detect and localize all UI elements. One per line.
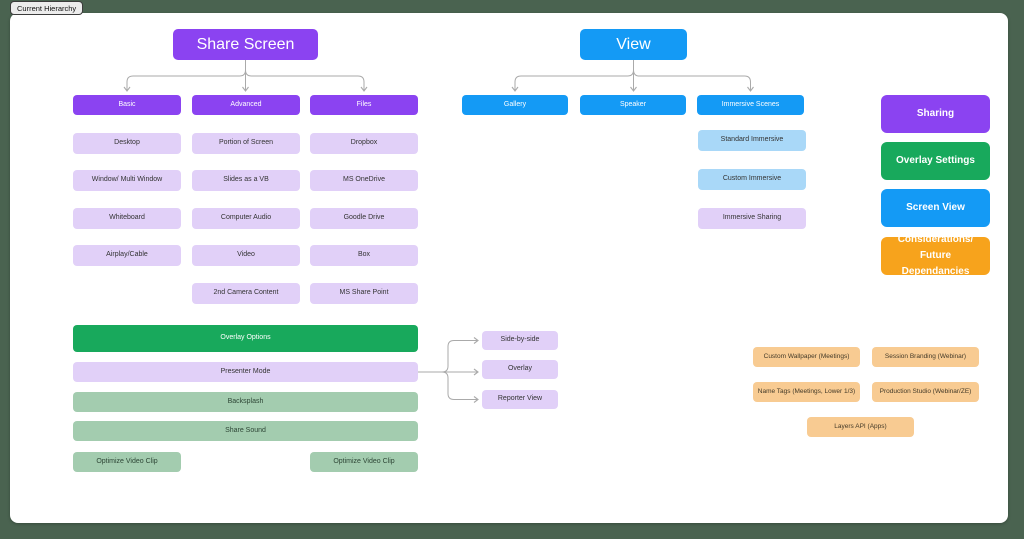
node-files[interactable]: Files: [310, 95, 418, 115]
node-backsplash[interactable]: Backsplash: [73, 392, 418, 412]
node-presenter-mode[interactable]: Presenter Mode: [73, 362, 418, 382]
node-window-multi-window[interactable]: Window/ Multi Window: [73, 170, 181, 191]
node-immersive-sharing[interactable]: Immersive Sharing: [698, 208, 806, 229]
node-portion-of-screen[interactable]: Portion of Screen: [192, 133, 300, 154]
node-side-by-side[interactable]: Side-by-side: [482, 331, 558, 350]
node-advanced[interactable]: Advanced: [192, 95, 300, 115]
node-video[interactable]: Video: [192, 245, 300, 266]
node-layers-api[interactable]: Layers API (Apps): [807, 417, 914, 437]
node-share-screen[interactable]: Share Screen: [173, 29, 318, 60]
node-session-branding[interactable]: Session Branding (Webinar): [872, 347, 979, 367]
node-immersive-scenes[interactable]: Immersive Scenes: [697, 95, 804, 115]
node-slides-as-a-vb[interactable]: Slides as a VB: [192, 170, 300, 191]
node-custom-immersive[interactable]: Custom Immersive: [698, 169, 806, 190]
node-legend-screen-view[interactable]: Screen View: [881, 189, 990, 227]
node-goodle-drive[interactable]: Goodle Drive: [310, 208, 418, 229]
node-box[interactable]: Box: [310, 245, 418, 266]
node-legend-sharing[interactable]: Sharing: [881, 95, 990, 133]
node-reporter-view[interactable]: Reporter View: [482, 390, 558, 409]
node-optimize-video-clip-left[interactable]: Optimize Video Clip: [73, 452, 181, 472]
node-second-camera-content[interactable]: 2nd Camera Content: [192, 283, 300, 304]
connector-path: [245, 60, 368, 92]
node-legend-considerations[interactable]: Considerations/ Future Dependancies: [881, 234, 990, 277]
node-computer-audio[interactable]: Computer Audio: [192, 208, 300, 229]
node-overlay-options[interactable]: Overlay Options: [73, 325, 418, 352]
connector-path: [633, 60, 754, 92]
hierarchy-tab[interactable]: Current Hierarchy: [10, 1, 84, 15]
node-speaker[interactable]: Speaker: [580, 95, 686, 115]
node-overlay[interactable]: Overlay: [482, 360, 558, 379]
node-standard-immersive[interactable]: Standard Immersive: [698, 130, 806, 151]
node-custom-wallpaper[interactable]: Custom Wallpaper (Meetings): [753, 347, 860, 367]
node-view[interactable]: View: [580, 29, 687, 60]
node-name-tags[interactable]: Name Tags (Meetings, Lower 1/3): [753, 382, 860, 402]
connector-lines: [123, 60, 754, 403]
node-basic[interactable]: Basic: [73, 95, 181, 115]
node-production-studio[interactable]: Production Studio (Webinar/ZE): [872, 382, 979, 402]
node-gallery[interactable]: Gallery: [462, 95, 568, 115]
node-share-sound[interactable]: Share Sound: [73, 421, 418, 441]
node-airplay-cable[interactable]: Airplay/Cable: [73, 245, 181, 266]
node-desktop[interactable]: Desktop: [73, 133, 181, 154]
connector-path: [418, 371, 479, 403]
node-whiteboard[interactable]: Whiteboard: [73, 208, 181, 229]
node-dropbox[interactable]: Dropbox: [310, 133, 418, 154]
node-ms-share-point[interactable]: MS Share Point: [310, 283, 418, 304]
node-optimize-video-clip-right[interactable]: Optimize Video Clip: [310, 452, 418, 472]
node-legend-overlay-settings[interactable]: Overlay Settings: [881, 142, 990, 180]
node-ms-onedrive[interactable]: MS OneDrive: [310, 170, 418, 191]
